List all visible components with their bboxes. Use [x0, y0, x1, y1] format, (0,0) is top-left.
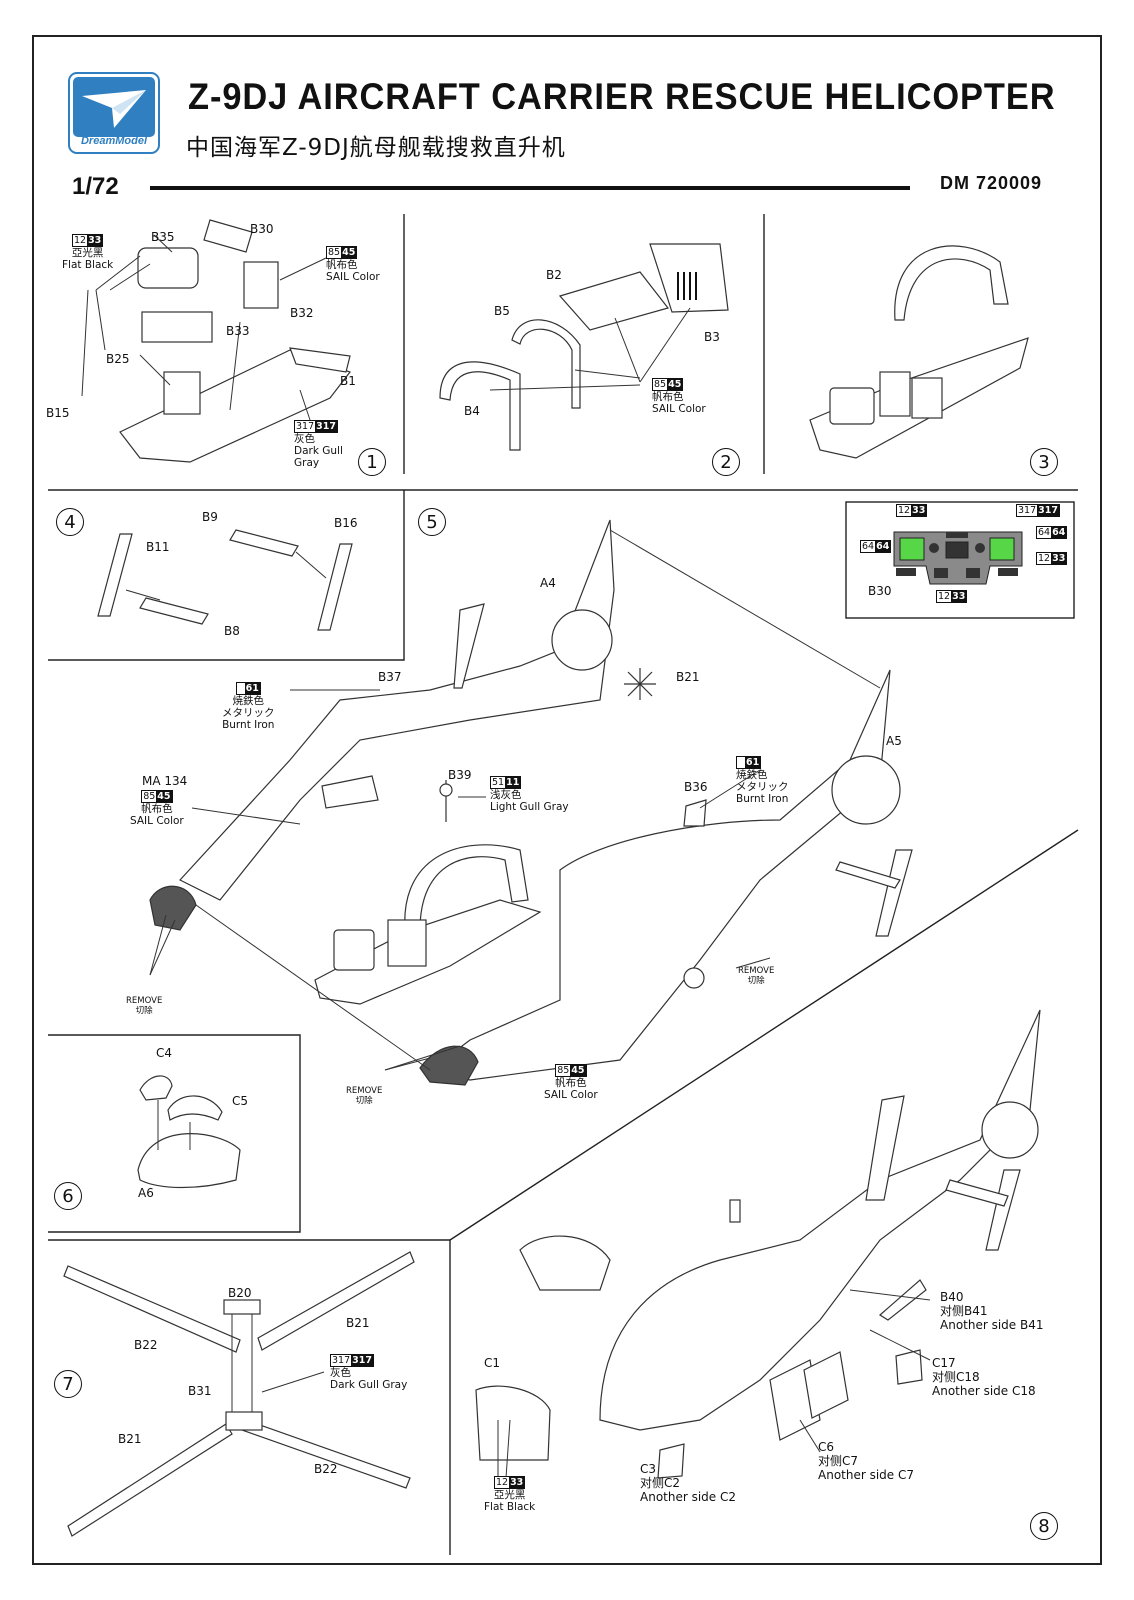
part-label-c4: C4 — [156, 1046, 173, 1060]
step-number-8: 8 — [1030, 1512, 1058, 1540]
part-label-b1: B1 — [340, 374, 356, 388]
part-label-c1: C1 — [484, 1356, 501, 1370]
part-label-b33: B33 — [226, 324, 250, 338]
step-number-7: 7 — [54, 1370, 82, 1398]
part-label-b25: B25 — [106, 352, 130, 366]
part-label-ma134: MA 134 — [142, 774, 188, 788]
header-rule — [150, 186, 910, 190]
step-number-4: 4 — [56, 508, 84, 536]
part-label-b8: B8 — [224, 624, 240, 638]
part-label-b2: B2 — [546, 268, 562, 282]
step-number-1: 1 — [358, 448, 386, 476]
part-label-b21-step5: B21 — [676, 670, 700, 684]
part-label-b35: B35 — [151, 230, 175, 244]
step-number-2: 2 — [712, 448, 740, 476]
part-label-b15: B15 — [46, 406, 70, 420]
part-label-b3: B3 — [704, 330, 720, 344]
part-label-b21-lower: B21 — [118, 1432, 142, 1446]
product-code: DM 720009 — [940, 173, 1043, 193]
step-number-6: 6 — [54, 1182, 82, 1210]
part-label-b30: B30 — [250, 222, 274, 236]
part-label-b16: B16 — [334, 516, 358, 530]
part-label-b20: B20 — [228, 1286, 252, 1300]
title-english: Z-9DJ AIRCRAFT CARRIER RESCUE HELICOPTER — [188, 76, 1056, 117]
part-label-b9: B9 — [202, 510, 218, 524]
part-label-b22-upper: B22 — [134, 1338, 158, 1352]
part-label-b22-lower: B22 — [314, 1462, 338, 1476]
part-label-b31: B31 — [188, 1384, 212, 1398]
title-chinese: 中国海军Z-9DJ航母舰载搜救直升机 — [186, 135, 566, 161]
inset-part-label-b30: B30 — [868, 584, 892, 598]
part-label-b39: B39 — [448, 768, 472, 782]
part-label-a4: A4 — [540, 576, 556, 590]
part-label-b4: B4 — [464, 404, 480, 418]
part-label-b11: B11 — [146, 540, 170, 554]
part-label-b32: B32 — [290, 306, 314, 320]
part-label-a6: A6 — [138, 1186, 154, 1200]
part-label-b21-upper: B21 — [346, 1316, 370, 1330]
part-label-b36: B36 — [684, 780, 708, 794]
logo-text: DreamModel — [80, 135, 148, 147]
instrument-panel-b30 — [890, 526, 1026, 588]
step-number-3: 3 — [1030, 448, 1058, 476]
dreammodel-logo: DreamModel — [68, 72, 160, 154]
part-label-b5: B5 — [494, 304, 510, 318]
page-frame — [32, 35, 1102, 1565]
part-label-a5: A5 — [886, 734, 902, 748]
step-number-5: 5 — [418, 508, 446, 536]
scale-label: 1/72 — [72, 173, 119, 200]
part-label-b37: B37 — [378, 670, 402, 684]
part-label-c5: C5 — [232, 1094, 249, 1108]
